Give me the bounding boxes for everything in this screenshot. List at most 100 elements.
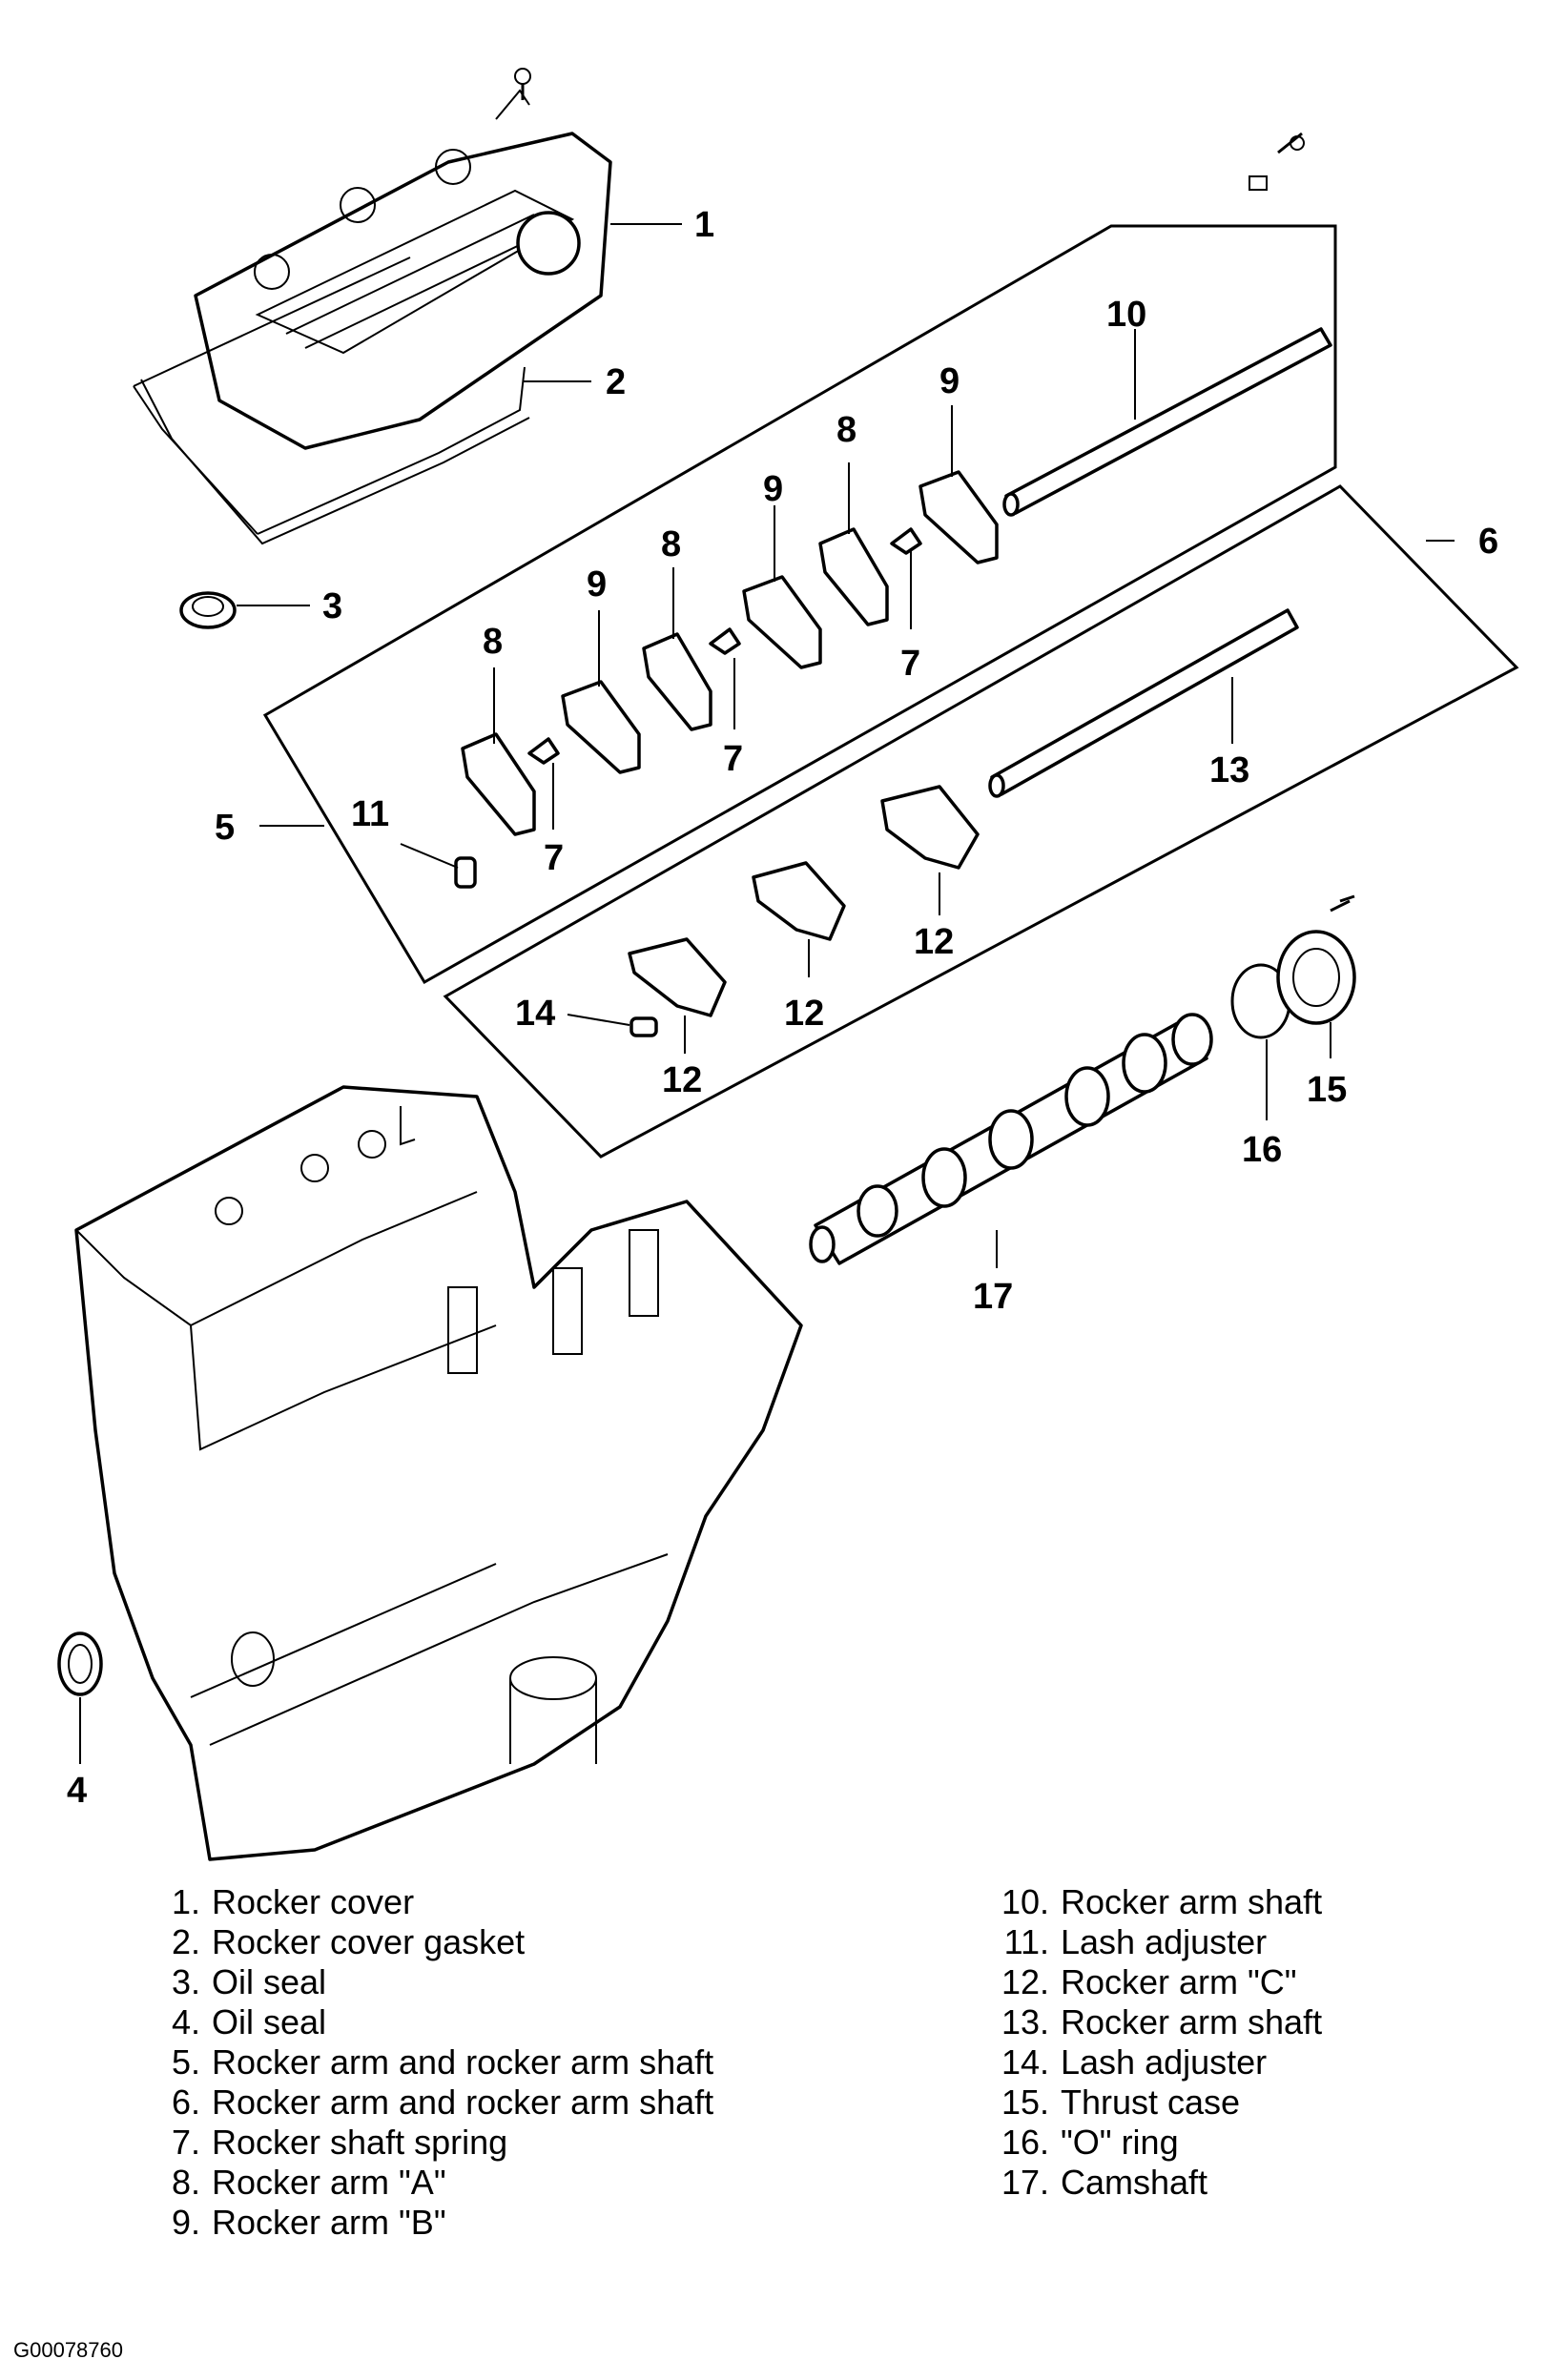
lash-adjuster-11 [454,856,477,889]
legend-item: 4. Oil seal [155,2002,713,2042]
legend-item-label: Lash adjuster [1061,2042,1268,2082]
rocker-arm-a-2 [642,632,712,731]
oil-seal-4 [57,1631,103,1696]
legend-item: 14. Lash adjuster [982,2042,1322,2082]
callout-6: 6 [1478,522,1498,562]
legend-item: 3. Oil seal [155,1962,713,2002]
legend-item: 9. Rocker arm "B" [155,2203,713,2243]
rocker-arm-c-1 [628,937,727,1017]
rocker-shaft-spring-1 [527,737,560,765]
rocker-arm-shaft-13 [988,608,1299,798]
lash-adjuster-14 [630,1016,658,1037]
legend-item: 12.Rocker arm "C" [982,1962,1322,2002]
legend-item: 13. Rocker arm shaft [982,2002,1322,2042]
callout-1: 1 [694,205,714,245]
legend-item-label: Rocker arm "B" [212,2203,446,2242]
legend-item-label: "O" ring [1061,2123,1179,2162]
legend-item-label: Rocker arm "C" [1061,1962,1297,2001]
leader-lines [79,223,1455,1764]
legend-item-label: Thrust case [1061,2082,1241,2122]
legend-item-number: 8. [171,2163,200,2202]
callout-3: 3 [322,586,342,626]
legend-item-label: Oil seal [212,1962,327,2001]
legend-item: 1. Rocker cover [155,1882,713,1922]
camshaft [809,1013,1213,1265]
callout-11: 11 [351,794,389,834]
legend-item: 11. Lash adjuster [982,1922,1322,1962]
oil-seal-3 [179,591,237,629]
legend-item-number: 14. [1001,2042,1049,2082]
legend-item-number: 3. [171,1962,200,2001]
legend-item-label: Rocker arm and rocker arm shaft [212,2042,714,2082]
legend-item-label: Rocker shaft spring [212,2123,508,2162]
engine-block [74,1085,803,1861]
callout-13: 13 [1209,750,1249,790]
legend-item: 15. Thrust case [982,2082,1322,2123]
rocker-arm-c-2 [752,861,846,941]
legend-item-label: Rocker arm and rocker arm shaft [212,2082,714,2122]
legend-item-label: Oil seal [212,2002,327,2041]
group-5-outline [262,224,1337,985]
legend-item-number: 1. [171,1882,200,1921]
legend-item-label: Rocker cover [212,1882,415,1921]
callout-16: 16 [1242,1130,1282,1170]
legend-item: 2. Rocker cover gasket [155,1922,713,1962]
legend-item-number: 16. [1001,2123,1049,2162]
rocker-arm-b-2 [742,575,822,669]
legend-item-number: 9. [171,2203,200,2242]
legend-item: 10. Rocker arm shaft [982,1882,1322,1922]
legend-item-label: Camshaft [1061,2163,1208,2202]
callout-9a: 9 [939,361,960,401]
rocker-arm-shaft-10 [1002,327,1332,517]
legend-item-number: 15. [1001,2082,1049,2122]
legend-item-number: 4. [171,2002,200,2041]
legend-item-number: 6. [171,2082,200,2122]
legend-item-number: 17. [1001,2163,1049,2202]
legend-item-number: 2. [171,1922,200,1961]
legend-item: 16. "O" ring [982,2123,1322,2163]
callout-8c: 8 [483,622,503,662]
callout-17: 17 [973,1277,1013,1317]
rocker-cover [194,68,612,450]
legend-item-number: 13. [1001,2002,1049,2041]
callout-4: 4 [67,1771,87,1811]
callout-10: 10 [1106,295,1146,335]
group-6-outline [443,484,1519,1159]
legend-left-column: 1. Rocker cover 2. Rocker cover gasket 3. Oil… [155,1882,713,2243]
rocker-cover-gasket [133,256,526,535]
callout-7c: 7 [544,838,564,878]
callout-12b: 12 [784,994,824,1034]
legend-item: 17. Camshaft [982,2163,1322,2203]
legend-item: 8. Rocker arm "A" [155,2163,713,2203]
legend-item-label: Rocker arm "A" [212,2163,446,2202]
callout-7b: 7 [723,739,743,779]
legend-item-number: 10. [1001,1882,1049,1921]
callout-12a: 12 [914,922,954,962]
legend-item-number: 11. [1003,1922,1049,1961]
rocker-arm-b-1 [561,680,641,774]
rocker-shaft-spring-2 [709,627,741,655]
rocker-arm-a-1 [461,732,536,836]
legend-item-label: Rocker cover gasket [212,1922,526,1961]
exploded-parts-diagram: 1 2 3 4 5 6 10 9 8 9 8 9 8 7 7 7 11 13 1… [57,68,1519,1861]
legend-item-label: Lash adjuster [1061,1922,1268,1961]
legend-item: 7. Rocker shaft spring [155,2123,713,2163]
callout-12c: 12 [662,1060,702,1100]
legend-item: 6. Rocker arm and rocker arm shaft [155,2082,713,2123]
legend-item-label: Rocker arm shaft [1061,1882,1323,1921]
callout-15: 15 [1307,1070,1347,1110]
callout-8a: 8 [836,410,857,450]
callout-8b: 8 [661,524,681,564]
callout-7a: 7 [900,644,920,684]
rocker-arm-a-3 [818,527,889,626]
rocker-arm-b-3 [918,470,999,564]
callout-5: 5 [215,808,235,848]
bolt-icon [1249,132,1305,191]
rocker-shaft-spring-3 [890,527,922,555]
thrust-case [1276,894,1356,1025]
legend-item-label: Rocker arm shaft [1061,2002,1323,2041]
legend-item-number: 7. [171,2123,200,2162]
figure-code: G00078760 [13,2338,123,2362]
legend-item-number: 5. [171,2042,200,2082]
